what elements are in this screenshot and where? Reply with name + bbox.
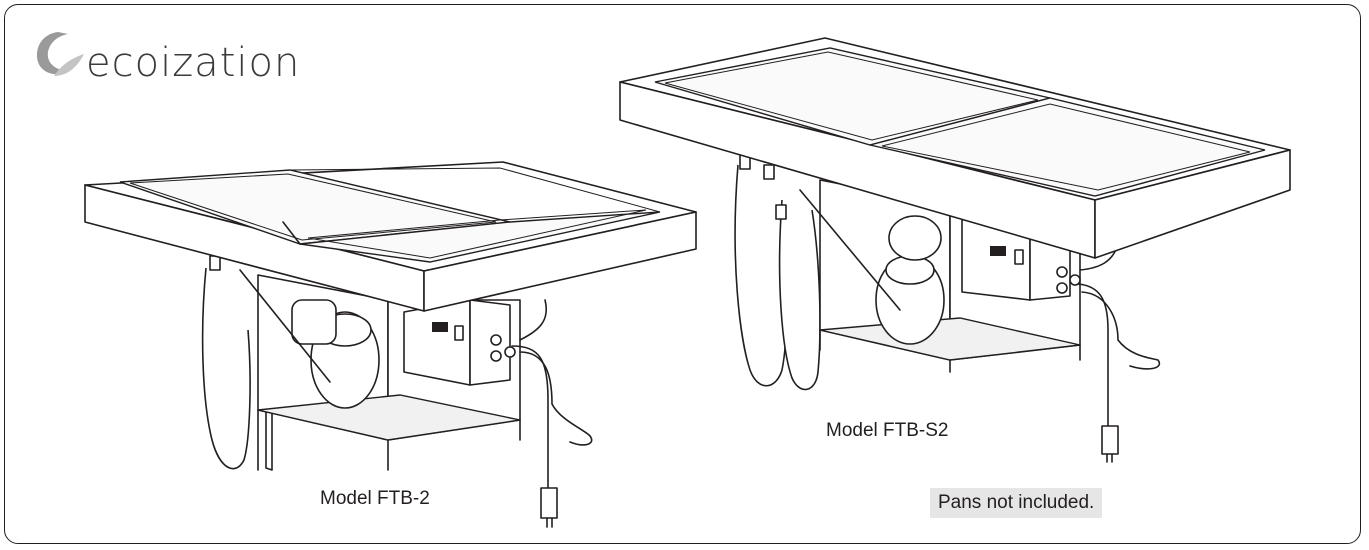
ecoization-logo: ecoization [28,24,299,86]
logo-wordmark: ecoization [86,40,301,86]
caption-model-ftb-2: Model FTB-2 [320,488,430,509]
caption-model-ftb-s2: Model FTB-S2 [826,420,949,441]
pans-not-included-note: Pans not included. [930,488,1103,518]
